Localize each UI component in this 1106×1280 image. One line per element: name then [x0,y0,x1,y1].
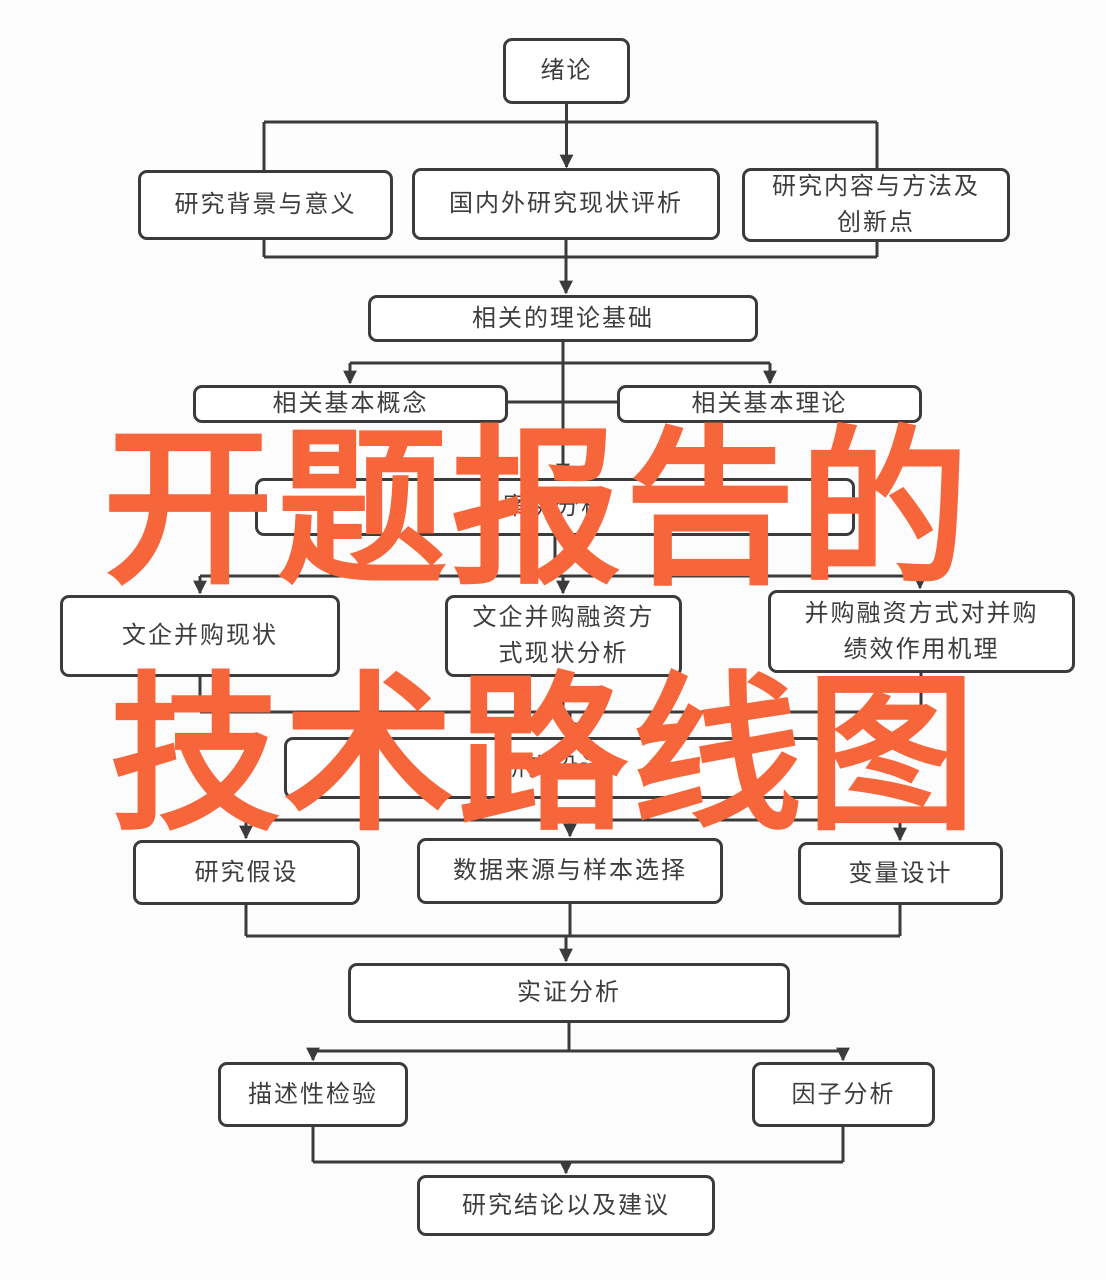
watermark-line-2: 技术路线图 [110,655,981,855]
node-data-sample-selection: 数据来源与样本选择 [417,838,723,904]
watermark-line-1: 开题报告的 [103,409,974,609]
node-financing-status-analysis: 文企并购融资方 式现状分析 [445,595,682,677]
node-case-analysis: 案例分析 [255,478,855,536]
node-content-methods-innovation: 研究内容与方法及 创新点 [742,168,1010,242]
node-research-design: 研究设计 [284,737,824,799]
node-literature-review: 国内外研究现状评析 [412,168,720,240]
node-research-background: 研究背景与意义 [138,170,393,240]
node-basic-concepts: 相关基本概念 [193,385,508,423]
node-ma-status: 文企并购现状 [60,595,340,677]
node-theoretical-foundation: 相关的理论基础 [368,295,758,342]
node-introduction: 绪论 [503,38,630,104]
node-empirical-analysis: 实证分析 [348,963,790,1023]
node-performance-mechanism: 并购融资方式对并购 绩效作用机理 [768,590,1075,673]
node-variable-design: 变量设计 [798,842,1003,905]
node-descriptive-test: 描述性检验 [218,1062,408,1127]
node-factor-analysis: 因子分析 [752,1062,935,1127]
node-basic-theories: 相关基本理论 [617,385,922,423]
node-conclusions-suggestions: 研究结论以及建议 [417,1175,715,1236]
node-research-hypothesis: 研究假设 [133,840,360,905]
